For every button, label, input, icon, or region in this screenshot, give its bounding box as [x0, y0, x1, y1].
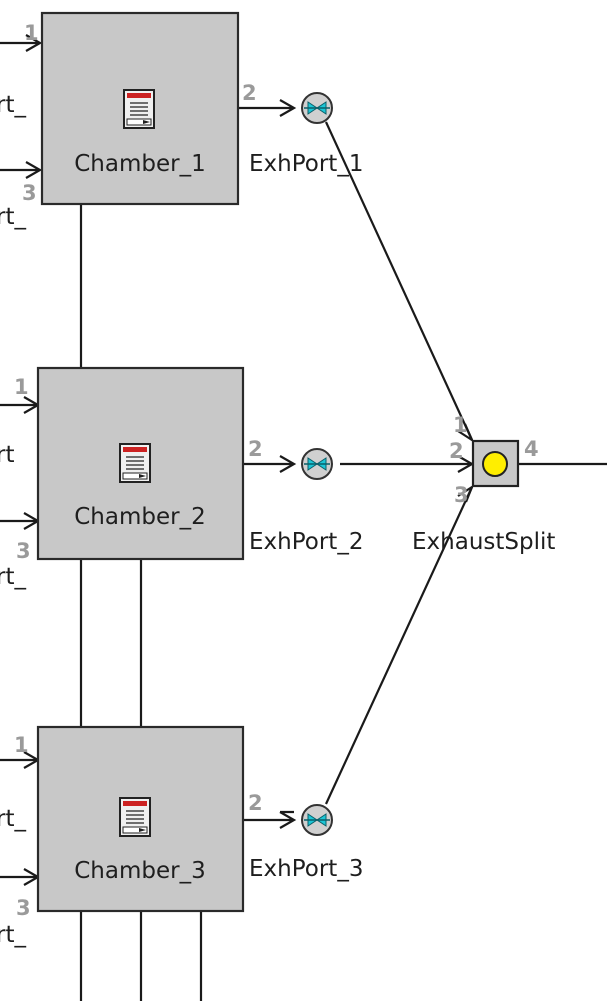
chamber-2-port-3: 3	[16, 539, 31, 563]
cut-label: rt	[0, 442, 14, 468]
chamber-3-label: Chamber_3	[74, 858, 205, 884]
chamber-3-port-1: 1	[14, 733, 29, 757]
cylinder-icon	[119, 443, 151, 483]
cylinder-icon	[119, 797, 151, 837]
cut-label: rt_	[0, 922, 26, 948]
chamber-1-port-1: 1	[24, 21, 39, 45]
chamber-2-port-1: 1	[14, 375, 29, 399]
exhaust-port-1-label: ExhPort_1	[249, 151, 363, 177]
valve-icon[interactable]	[301, 804, 333, 836]
exhaust-port-3[interactable]: ExhPort_3	[249, 804, 363, 882]
chamber-block-2[interactable]: Chamber_2 1 2 3	[14, 366, 263, 563]
cut-label: rt_	[0, 806, 26, 832]
cut-label: rt_	[0, 564, 26, 590]
chamber-3-port-2: 2	[248, 791, 263, 815]
connection-wires	[0, 34, 607, 1001]
exhaust-port-2[interactable]: ExhPort_2	[249, 448, 363, 555]
split-port-3: 3	[454, 483, 469, 507]
cut-label: rt_	[0, 204, 26, 230]
cut-label: rt_	[0, 92, 26, 118]
exhaust-port-1[interactable]: ExhPort_1	[249, 92, 363, 177]
valve-icon[interactable]	[301, 92, 333, 124]
valve-icon[interactable]	[301, 448, 333, 480]
chamber-3-port-3: 3	[16, 896, 31, 920]
chamber-1-port-3: 3	[22, 181, 37, 205]
cropped-left-labels: rt_ rt_ rt rt_ rt_ rt_	[0, 92, 26, 948]
chamber-2-port-2: 2	[248, 437, 263, 461]
split-port-4: 4	[524, 437, 539, 461]
split-port-2: 2	[449, 439, 464, 463]
exhaust-port-3-label: ExhPort_3	[249, 856, 363, 882]
exhaust-port-2-label: ExhPort_2	[249, 529, 363, 555]
chamber-1-port-2: 2	[242, 81, 257, 105]
chamber-block-1[interactable]: Chamber_1 1 2 3	[22, 11, 257, 206]
cylinder-icon	[123, 89, 155, 129]
exhaust-split-label: ExhaustSplit	[412, 529, 555, 555]
junction-icon	[482, 451, 508, 477]
chamber-2-label: Chamber_2	[74, 504, 205, 530]
exhaust-split[interactable]: 1 2 3 4 ExhaustSplit	[412, 413, 555, 555]
chamber-1-label: Chamber_1	[74, 151, 205, 177]
chamber-block-3[interactable]: Chamber_3 1 2 3	[14, 725, 263, 920]
split-port-1: 1	[453, 413, 468, 437]
